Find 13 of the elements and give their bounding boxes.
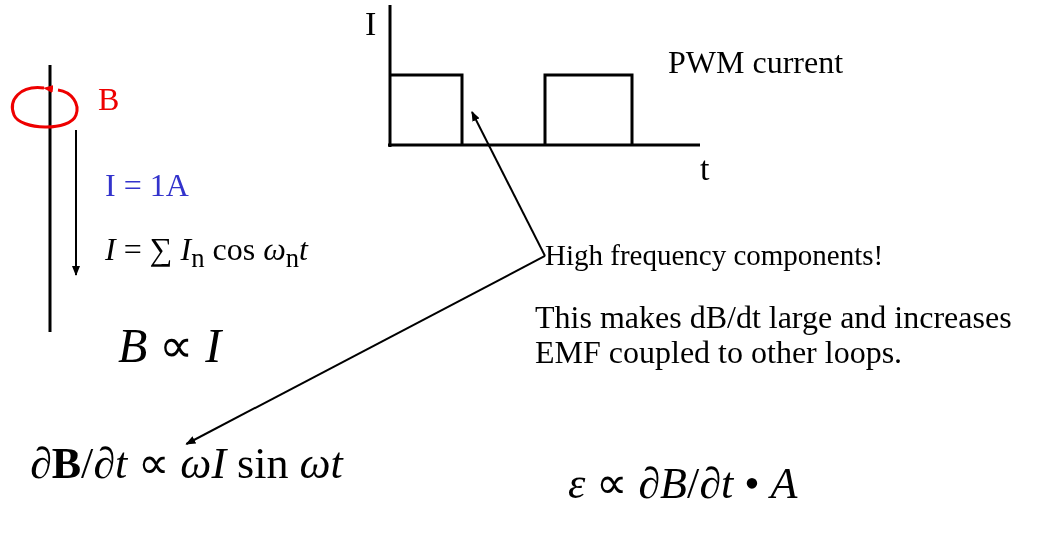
equation: I = ∑ I$_{n}$ cos ω$_{n}$t [105,232,308,274]
field-label: B [98,82,120,118]
arrow [185,254,546,445]
arrow [471,111,546,257]
equation: B ∝ I [118,320,222,373]
annotation-text: High frequency components! [545,240,884,272]
equation: ε ∝ ∂B/∂t • A [568,460,798,509]
plot-title: PWM current [668,45,844,81]
axis-label: I [365,5,377,43]
current-label: I = 1A [105,168,189,204]
note-text: This makes dB/dt large and increases EMF coupled to other loops. [535,300,1013,371]
axis-label: t [700,150,710,188]
equation: ∂B/∂t ∝ ωI sin ωt [30,440,343,489]
